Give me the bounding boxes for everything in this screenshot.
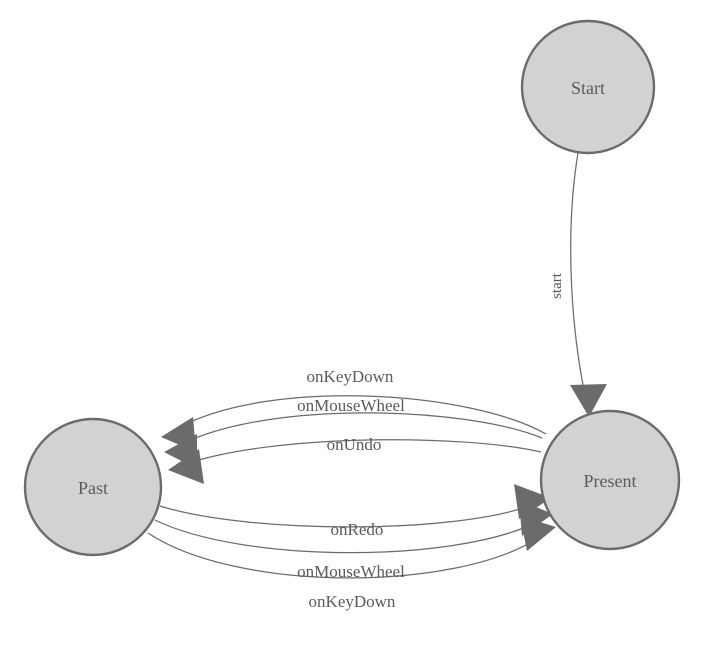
- node-start-label: Start: [571, 78, 605, 98]
- edge-label-past-present-onredo: onRedo: [331, 520, 384, 539]
- edge-path-start-present[interactable]: [570, 152, 587, 401]
- node-present-label: Present: [584, 471, 637, 491]
- node-layer: Start Past Present: [23, 19, 681, 557]
- node-start[interactable]: Start: [520, 19, 656, 155]
- edge-path-past-present-onredo[interactable]: [159, 504, 533, 528]
- arrowhead-past-present-onkeydown: [520, 516, 556, 551]
- node-present-circle[interactable]: [539, 409, 681, 551]
- node-present[interactable]: Present: [539, 409, 681, 551]
- node-past-label: Past: [78, 478, 108, 498]
- edge-label-past-present-onmousewheel: onMouseWheel: [297, 562, 405, 581]
- edge-path-present-past-onmousewheel[interactable]: [181, 412, 543, 445]
- edge-label-present-past-onundo: onUndo: [327, 435, 382, 454]
- edge-label-layer: start onKeyDown onMouseWheel onUndo onRe…: [297, 272, 565, 611]
- edge-path-present-past-onundo[interactable]: [185, 439, 542, 465]
- edge-present-past-onundo[interactable]: [168, 439, 542, 484]
- edge-label-past-present-onkeydown: onKeyDown: [309, 592, 396, 611]
- node-past[interactable]: Past: [23, 417, 163, 557]
- edge-path-past-present-onkeydown[interactable]: [147, 532, 539, 579]
- edge-label-start: start: [549, 272, 565, 299]
- edge-path-present-past-onkeydown[interactable]: [177, 395, 547, 435]
- edge-past-present-onkeydown[interactable]: [147, 516, 556, 579]
- edge-start-present[interactable]: [570, 152, 607, 417]
- arrowhead-present-past-onundo: [168, 449, 204, 484]
- arrowhead-start-present: [570, 384, 607, 417]
- edge-label-present-past-onkeydown: onKeyDown: [307, 367, 394, 386]
- edge-layer: [147, 152, 607, 579]
- node-start-circle[interactable]: [520, 19, 656, 155]
- edge-path-past-present-onmousewheel[interactable]: [154, 519, 536, 554]
- node-past-circle[interactable]: [23, 417, 163, 557]
- edge-label-present-past-onmousewheel: onMouseWheel: [297, 396, 405, 415]
